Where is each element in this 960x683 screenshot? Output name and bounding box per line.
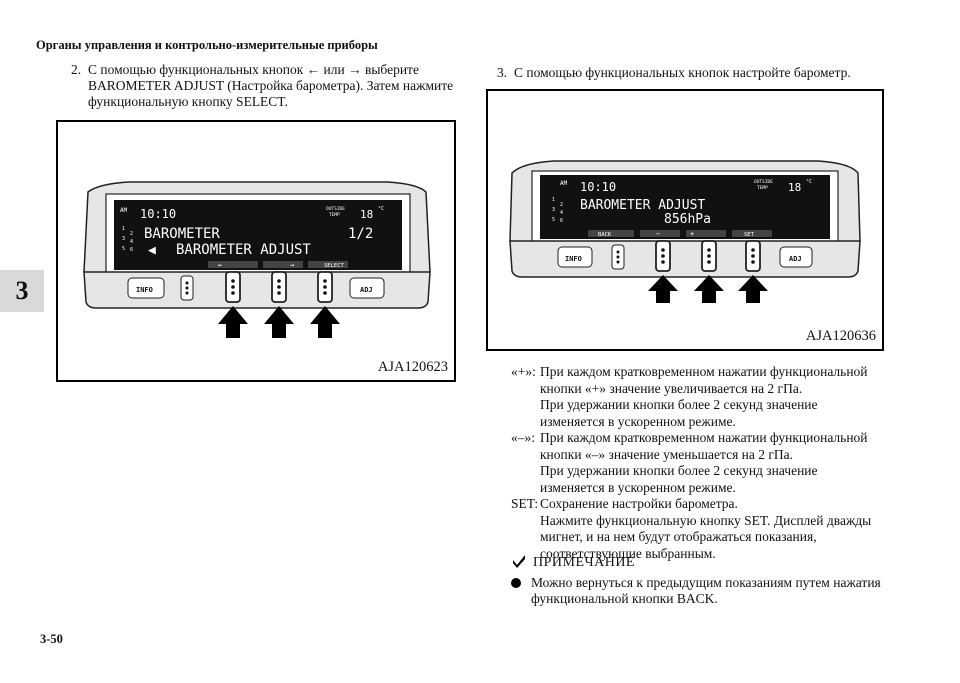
definition-line: При удержании кнопки более 2 секунд знач…	[540, 397, 818, 412]
definition-line: соответствующие выбранным.	[540, 545, 716, 561]
note-heading-text: ПРИМЕЧАНИЕ	[533, 555, 635, 570]
figure-left: AM 10:10 OUTSIDE TEMP 18 °C 1 3 5 2 4 6 …	[56, 120, 456, 382]
temp-unit: °C	[378, 206, 384, 212]
arrow-icon	[218, 306, 248, 338]
note-check-icon	[511, 553, 527, 574]
svg-text:◀: ◀	[148, 243, 156, 258]
note-text-line: функциональной кнопки BACK.	[531, 591, 718, 606]
am-label: AM	[560, 180, 568, 187]
temp-label: TEMP	[757, 185, 768, 191]
gear-digit: 6	[130, 247, 133, 253]
soft-plus-label: +	[690, 230, 694, 238]
step-3: 3. С помощью функциональных кнопок настр…	[497, 65, 917, 81]
display-illustration: AM 10:10 OUTSIDE TEMP 18 °C 1 3 5 2 4 6 …	[509, 160, 861, 303]
soft-left-label: ←	[218, 261, 222, 269]
soft-back-label: BACK	[598, 232, 612, 238]
arrow-icon	[694, 275, 724, 303]
figure-code: AJA120636	[805, 328, 876, 344]
arrow-icon	[264, 306, 294, 338]
display-illustration: AM 10:10 OUTSIDE TEMP 18 °C 1 3 5 2 4 6 …	[83, 181, 431, 338]
temp-value: 18	[360, 208, 373, 221]
soft-select-label: SELECT	[324, 263, 345, 269]
gear-digit: 4	[560, 210, 563, 216]
definition-line: изменяется в ускоренном режиме.	[540, 413, 736, 429]
soft-minus-label: −	[656, 230, 660, 238]
lcd-line-1: BAROMETER	[144, 226, 220, 242]
page-number: 3-50	[40, 632, 63, 646]
function-definitions: «+»: При каждом кратковременном нажатии …	[511, 364, 891, 562]
gear-digit: 3	[552, 207, 555, 213]
step-text-line: BAROMETER ADJUST (Настройка барометра). …	[88, 78, 454, 93]
adj-button-label: ADJ	[360, 286, 373, 294]
info-button-label: INFO	[565, 255, 582, 263]
definition-line: При каждом кратковременном нажатии функц…	[540, 364, 868, 379]
outside-label: OUTSIDE	[754, 179, 773, 185]
definition-line: изменяется в ускоренном режиме.	[540, 479, 736, 495]
arrow-icon	[738, 275, 768, 303]
am-label: AM	[120, 207, 128, 214]
temp-unit: °C	[806, 179, 812, 185]
info-button	[557, 246, 593, 268]
definition-line: кнопки «–» значение уменьшается на 2 гПа…	[540, 446, 794, 462]
gear-digit: 1	[552, 197, 555, 203]
info-button	[127, 277, 165, 299]
gear-digit: 5	[552, 217, 555, 223]
figure-code: AJA120623	[377, 359, 448, 375]
clock-text: 10:10	[140, 207, 176, 221]
gear-digit: 1	[122, 226, 125, 232]
definition-minus: «–»: При каждом кратковременном нажатии …	[511, 430, 891, 496]
soft-set-label: SET	[744, 232, 755, 238]
adj-button-label: ADJ	[789, 255, 802, 263]
step-text-line: функциональную кнопку SELECT.	[88, 94, 288, 109]
clock-text: 10:10	[580, 180, 616, 194]
lcd-line-2: BAROMETER ADJUST	[176, 242, 311, 258]
figure-right: AM 10:10 OUTSIDE TEMP 18 °C 1 3 5 2 4 6 …	[486, 89, 884, 351]
arrow-icon	[310, 306, 340, 338]
adj-button	[349, 277, 385, 299]
info-button-label: INFO	[136, 286, 153, 294]
soft-right-label: →	[290, 261, 294, 269]
step-number: 2.	[71, 62, 82, 77]
definition-line: мигнет, и на нем будут отображаться пока…	[540, 529, 817, 544]
note-item: Можно вернуться к предыдущим показаниям …	[511, 575, 891, 607]
lcd-line-1: BAROMETER ADJUST	[580, 198, 705, 213]
note-text-line: Можно вернуться к предыдущим показаниям …	[531, 575, 881, 590]
lcd-line-2: 856hPa	[664, 212, 711, 227]
lcd-page-indicator: 1/2	[348, 226, 373, 242]
definition-line: Нажмите функциональную кнопку SET. Диспл…	[540, 512, 872, 528]
temp-value: 18	[788, 181, 801, 194]
step-number: 3.	[497, 65, 508, 80]
step-text-line: С помощью функциональных кнопок настройт…	[514, 65, 851, 80]
definition-key: «–»:	[511, 430, 536, 445]
definition-line: При удержании кнопки более 2 секунд знач…	[540, 463, 818, 478]
arrow-icon	[648, 275, 678, 303]
step-text-line: С помощью функциональных кнопок ← или → …	[88, 62, 419, 77]
bullet-icon	[511, 578, 521, 588]
temp-label: TEMP	[329, 212, 340, 218]
chapter-tab: 3	[0, 270, 44, 312]
gear-digit: 4	[130, 239, 133, 245]
gear-digit: 6	[560, 218, 563, 224]
gear-digit: 2	[560, 202, 563, 208]
definition-plus: «+»: При каждом кратковременном нажатии …	[511, 364, 891, 430]
definition-set: SET: Сохранение настройки барометра. Наж…	[511, 496, 891, 562]
gear-digit: 2	[130, 231, 133, 237]
definition-key: «+»:	[511, 364, 536, 379]
definition-line: При каждом кратковременном нажатии функц…	[540, 430, 868, 445]
definition-line: Сохранение настройки барометра.	[540, 496, 738, 511]
adj-button	[779, 246, 813, 268]
definition-line: кнопки «+» значение увеличивается на 2 г…	[540, 380, 803, 396]
definition-key: SET:	[511, 496, 539, 511]
gear-digit: 3	[122, 236, 125, 242]
gear-digit: 5	[122, 246, 125, 252]
outside-label: OUTSIDE	[326, 206, 345, 212]
note-heading: ПРИМЕЧАНИЕ	[511, 553, 635, 574]
section-title: Органы управления и контрольно-измерител…	[36, 38, 378, 52]
step-2: 2. С помощью функциональных кнопок ← или…	[71, 62, 471, 110]
